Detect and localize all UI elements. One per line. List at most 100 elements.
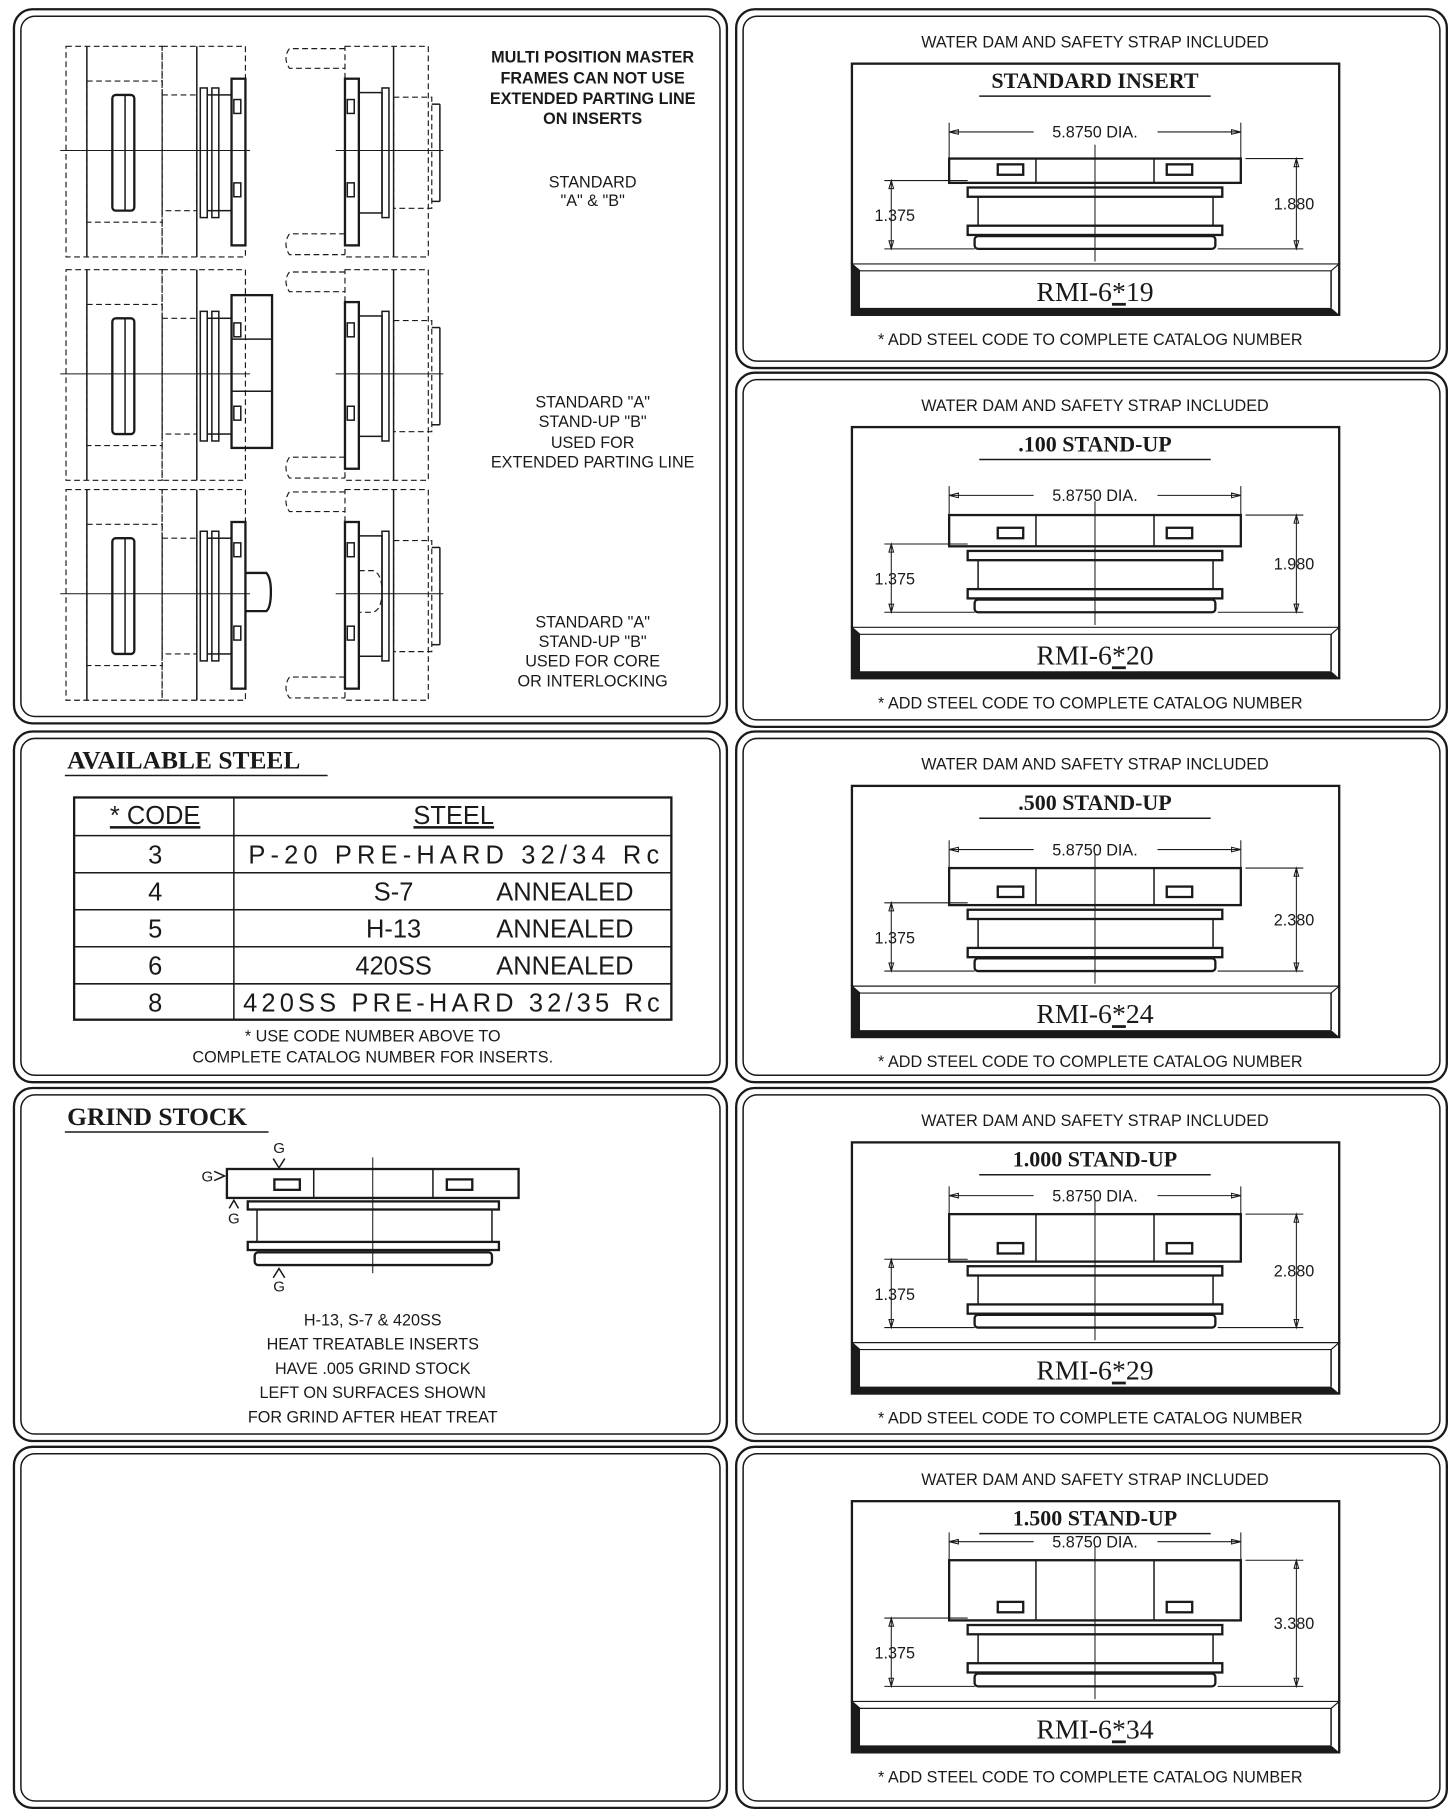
row3-caption: STAND-UP "B"	[539, 633, 647, 651]
water-dam-header: WATER DAM AND SAFETY STRAP INCLUDED	[921, 756, 1268, 774]
catalog-star: *	[1112, 277, 1126, 308]
grind-stock-title: GRIND STOCK	[67, 1102, 247, 1131]
catalog-number: RMI-6*34	[1036, 1714, 1153, 1745]
panel-outer-border	[735, 8, 1448, 370]
steel-state: ANNEALED	[496, 878, 633, 906]
table-border	[72, 796, 673, 1021]
steel-code: 4	[148, 878, 162, 906]
catalog-star: *	[1112, 1714, 1126, 1745]
catalog-suffix: 29	[1126, 1356, 1154, 1387]
base-height-dimension	[884, 1616, 975, 1689]
insert-body	[358, 91, 383, 214]
slot	[346, 625, 355, 641]
catalog-banner-bevel	[850, 626, 1341, 635]
grind-note: HEAT TREATABLE INSERTS	[267, 1336, 479, 1354]
base-height-label: 1.375	[874, 570, 915, 588]
grind-marker-g: G	[201, 1169, 213, 1186]
overall-height-label: 2.880	[1274, 1263, 1315, 1281]
strap-slot	[996, 526, 1025, 540]
overall-height-dimension	[1217, 1212, 1304, 1330]
insert-body	[977, 1274, 1214, 1306]
catalog-footnote: * ADD STEEL CODE TO COMPLETE CATALOG NUM…	[878, 331, 1303, 349]
catalog-banner-bevel	[850, 985, 1341, 994]
base-height-label: 1.375	[874, 1286, 915, 1304]
panel-outer-border	[12, 1086, 729, 1443]
panel-inner-border	[20, 1452, 721, 1802]
row2-caption: EXTENDED PARTING LINE	[491, 454, 695, 472]
panel-inner-border	[20, 737, 721, 1077]
core-protrusion	[245, 571, 273, 613]
strap-slot	[996, 163, 1025, 176]
catalog-banner-bevel	[850, 263, 1341, 272]
catalog-number: RMI-6*29	[1036, 1356, 1153, 1387]
catalog-prefix: RMI-6	[1036, 277, 1112, 308]
slot	[233, 182, 242, 198]
slot	[346, 98, 355, 115]
overall-height-dimension	[1217, 156, 1304, 251]
base-height-dimension	[884, 178, 975, 251]
header-steel: STEEL	[413, 802, 494, 830]
insert-ring	[111, 537, 136, 656]
slot	[346, 182, 355, 198]
overall-height-label: 3.380	[1274, 1615, 1315, 1633]
steel-grade: S-7	[374, 878, 414, 906]
grind-stock-panel: GRIND STOCK G G G G H-13, S-7 & 420SS HE…	[64, 1102, 520, 1426]
diameter-label: 5.8750 DIA.	[1052, 1533, 1138, 1551]
dimension-line	[949, 128, 1241, 135]
insert-body	[358, 315, 383, 438]
catalog-prefix: RMI-6	[1036, 640, 1112, 671]
catalog-banner-shadow	[851, 627, 1340, 679]
row3-caption: OR INTERLOCKING	[518, 672, 668, 690]
insert-ring	[111, 93, 136, 212]
ejector-pin	[285, 271, 345, 293]
base-height-dimension	[884, 542, 975, 615]
insert-body	[358, 535, 383, 658]
insert-panel: WATER DAM AND SAFETY STRAP INCLUDEDSTAND…	[850, 33, 1341, 349]
insert-panel: WATER DAM AND SAFETY STRAP INCLUDED.100 …	[850, 397, 1341, 712]
insert-ring	[211, 310, 220, 442]
catalog-banner-bevel	[850, 1342, 1341, 1351]
overall-height-dimension	[1217, 866, 1304, 973]
mold-frame-row	[60, 489, 444, 701]
insert-pocket	[161, 94, 198, 212]
panel-inner-border	[742, 15, 1441, 362]
strap-slot	[996, 1241, 1025, 1255]
mold-frame-diagrams	[60, 45, 444, 701]
catalog-suffix: 20	[1126, 640, 1154, 671]
catalog-star: *	[1112, 999, 1126, 1030]
grind-note: LEFT ON SURFACES SHOWN	[260, 1384, 486, 1402]
slot	[233, 542, 242, 558]
steel-footnote: COMPLETE CATALOG NUMBER FOR INSERTS.	[192, 1049, 553, 1067]
catalog-suffix: 34	[1126, 1714, 1154, 1745]
core-pocket	[358, 570, 383, 613]
insert-body	[977, 918, 1214, 949]
panel-inner-border	[20, 15, 721, 718]
insert-pocket	[393, 320, 433, 433]
slot	[233, 322, 242, 338]
strap-slot	[1165, 163, 1194, 176]
insert-cap	[230, 520, 247, 690]
row2-caption: STAND-UP "B"	[539, 413, 647, 431]
insert-pocket	[86, 523, 163, 667]
steel-state: ANNEALED	[496, 916, 633, 944]
slot	[346, 322, 355, 338]
slot	[233, 625, 242, 641]
row2-caption: USED FOR	[551, 434, 635, 452]
catalog-banner-shadow	[851, 1701, 1340, 1753]
water-dam-header: WATER DAM AND SAFETY STRAP INCLUDED	[921, 33, 1268, 51]
overall-height-dimension	[1217, 1558, 1304, 1689]
panel-outer-border	[735, 1445, 1448, 1810]
steel-table: * CODE STEEL 3 P-20 PRE-HARD 32/34 Rc 4 …	[72, 796, 673, 1021]
insert-pocket	[86, 303, 163, 447]
panel-inner-border	[742, 378, 1441, 721]
insert-title: .100 STAND-UP	[1018, 431, 1171, 456]
overall-height-label: 1.980	[1274, 555, 1315, 573]
frame-outline	[65, 489, 163, 701]
insert-title: 1.500 STAND-UP	[1013, 1505, 1177, 1530]
insert-ring	[199, 530, 208, 662]
insert-panel: WATER DAM AND SAFETY STRAP INCLUDED.500 …	[850, 756, 1341, 1071]
ejector-pin	[285, 233, 345, 256]
steel-code: 3	[148, 841, 162, 869]
catalog-banner-bevel	[850, 1700, 1341, 1709]
ejector-pin	[285, 676, 345, 699]
